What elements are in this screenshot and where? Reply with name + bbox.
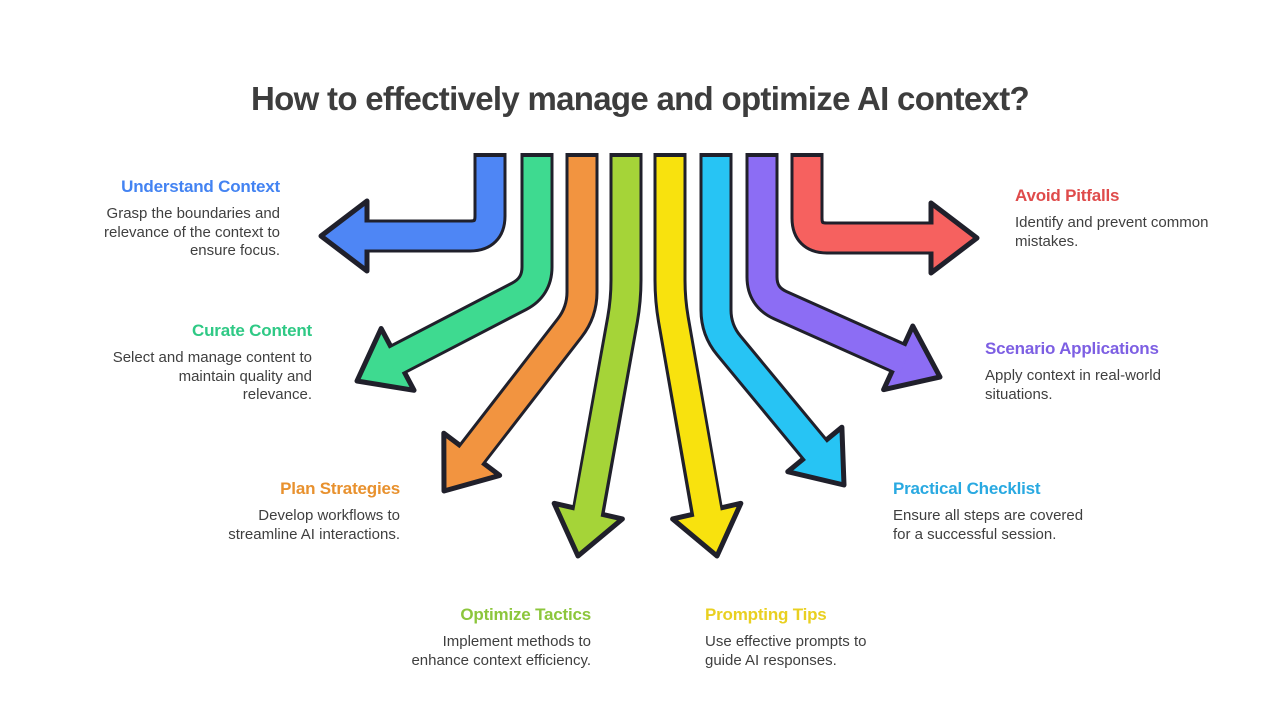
item-description: Implement methods to enhance context eff… — [411, 633, 591, 669]
item-practical-checklist: Practical Checklist Ensure all steps are… — [893, 479, 1083, 544]
arrow-practical-checklist — [699, 153, 847, 488]
item-label: Plan Strategies — [280, 479, 400, 498]
item-optimize-tactics: Optimize Tactics Implement methods to en… — [411, 605, 591, 670]
item-description: Use effective prompts to guide AI respon… — [705, 633, 867, 669]
arrow-avoid-pitfalls — [790, 153, 980, 276]
item-understand-context: Understand Context Grasp the boundaries … — [104, 177, 280, 261]
item-description: Identify and prevent common mistakes. — [1015, 214, 1209, 250]
item-description: Ensure all steps are covered for a succe… — [893, 507, 1084, 543]
arrow-optimize-tactics — [551, 153, 643, 559]
arrow-understand-context — [318, 153, 507, 274]
item-curate-content: Curate Content Select and manage content… — [112, 321, 313, 405]
item-description: Develop workflows to streamline AI inter… — [228, 507, 400, 543]
item-description: Grasp the boundaries and relevance of th… — [104, 205, 280, 259]
item-label: Scenario Applications — [985, 339, 1159, 358]
item-plan-strategies: Plan Strategies Develop workflows to str… — [228, 479, 400, 544]
item-label: Curate Content — [192, 321, 312, 340]
item-description: Select and manage content to maintain qu… — [112, 349, 312, 403]
item-description: Apply context in real-world situations. — [985, 367, 1161, 403]
item-prompting-tips: Prompting Tips Use effective prompts to … — [705, 605, 866, 670]
item-label: Practical Checklist — [893, 479, 1041, 498]
item-label: Understand Context — [121, 177, 280, 196]
arrow-prompting-tips — [653, 153, 744, 559]
item-label: Avoid Pitfalls — [1015, 186, 1120, 205]
item-avoid-pitfalls: Avoid Pitfalls Identify and prevent comm… — [1015, 186, 1208, 251]
page-title: How to effectively manage and optimize A… — [251, 80, 1030, 117]
arrow-plan-strategies — [441, 153, 599, 494]
arrow-scenario-applications — [745, 153, 943, 393]
item-label: Prompting Tips — [705, 605, 827, 624]
arrow-curate-content — [354, 153, 554, 393]
item-label: Optimize Tactics — [460, 605, 591, 624]
item-scenario-applications: Scenario Applications Apply context in r… — [985, 339, 1161, 404]
